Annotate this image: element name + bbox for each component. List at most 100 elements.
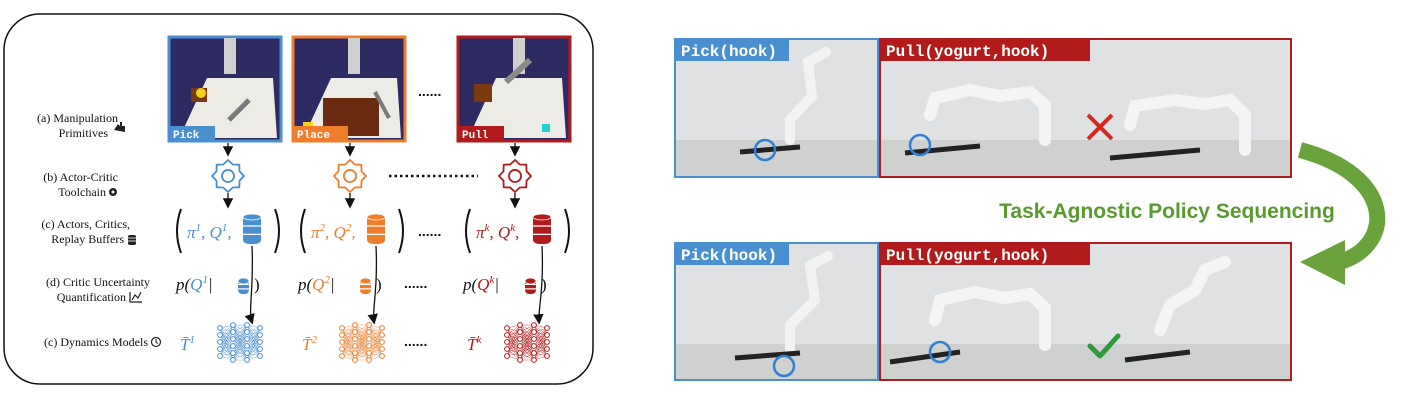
dynamics-network-icon-node bbox=[352, 343, 358, 349]
dynamics-network-icon-edge bbox=[219, 324, 234, 350]
scene-hook bbox=[503, 57, 533, 85]
uncertainty-expression: p(Q2| bbox=[297, 274, 335, 294]
row-label-b-line1: (b) Actor-Critic bbox=[43, 170, 118, 184]
dynamics-network-icon-node bbox=[257, 346, 263, 352]
dynamics-network-icon-node bbox=[366, 350, 372, 356]
dynamics-network-icon-node bbox=[339, 325, 345, 331]
dynamics-network-icon-node bbox=[244, 350, 250, 356]
dynamics-network-icon-edge bbox=[354, 324, 370, 340]
dynamics-network-icon-node bbox=[366, 336, 372, 342]
dynamics-network-icon-edge bbox=[533, 327, 548, 347]
top-robot-arm-2 bbox=[924, 83, 1051, 146]
toolchain-gear-icon-hub bbox=[221, 169, 235, 183]
dynamics-network-icon-edge bbox=[219, 338, 234, 357]
top-pick-label-bg bbox=[675, 39, 789, 61]
dynamics-network-icon-edge bbox=[232, 324, 248, 347]
dynamics-network-icon-edge bbox=[246, 327, 261, 354]
dynamics-network-icon-edge bbox=[519, 345, 535, 361]
dynamics-network-icon-node bbox=[217, 339, 223, 345]
dynamics-network-icon-edge bbox=[341, 324, 356, 350]
top-hook-3 bbox=[1109, 147, 1201, 161]
dynamics-network-icon-node bbox=[217, 346, 223, 352]
row-label-a-line1: (a) Manipulation bbox=[37, 111, 118, 125]
dynamics-network-icon-edge bbox=[232, 338, 248, 361]
dynamics-network-icon-node bbox=[366, 357, 372, 363]
scene-robot bbox=[348, 38, 360, 74]
scene-object bbox=[196, 88, 206, 98]
dynamics-network-icon-node bbox=[504, 339, 510, 345]
dynamics-network-icon-edge bbox=[519, 331, 535, 361]
actor-critic-symbols: πk, Qk, bbox=[476, 222, 519, 242]
bracket-right bbox=[398, 208, 404, 254]
dynamics-network-icon-node bbox=[366, 322, 372, 328]
dynamics-network-icon-node bbox=[352, 357, 358, 363]
replay-buffer-database-icon-top bbox=[366, 213, 386, 221]
dynamics-network-icon-node bbox=[504, 353, 510, 359]
top-hook-1 bbox=[739, 144, 801, 155]
top-grasp-marker-2 bbox=[908, 133, 932, 157]
dynamics-network-icon-node bbox=[217, 353, 223, 359]
uncertainty-database-icon bbox=[524, 277, 537, 294]
dynamics-network-icon bbox=[339, 322, 385, 363]
dynamics-network-icon-edge bbox=[246, 327, 261, 347]
dynamics-network-icon-node bbox=[531, 350, 537, 356]
dynamics-network-icon-node bbox=[230, 343, 236, 349]
dynamics-network-icon-node bbox=[339, 346, 345, 352]
bottom-grasp-marker-1 bbox=[772, 354, 796, 378]
top-hook-2 bbox=[904, 143, 981, 156]
dynamics-network-icon-node bbox=[544, 353, 550, 359]
dynamics-network-icon-node bbox=[339, 332, 345, 338]
chart-icon bbox=[129, 291, 142, 303]
dynamics-network-icon-node bbox=[517, 350, 523, 356]
bracket-left bbox=[176, 208, 182, 254]
left-panel: (a) Manipulation Primitives (b) Actor-Cr… bbox=[3, 13, 594, 385]
bracket-right bbox=[564, 208, 570, 254]
arrow-to-dynamics bbox=[244, 245, 255, 325]
dynamics-network-icon-edge bbox=[354, 345, 370, 361]
dynamics-network-icon-node bbox=[379, 325, 385, 331]
dynamics-network-icon-node bbox=[352, 322, 358, 328]
dynamics-network-icon-node bbox=[544, 346, 550, 352]
bottom-robot-arm-2 bbox=[929, 285, 1051, 351]
cross-icon bbox=[1086, 113, 1114, 141]
top-sequence: Pick(hook) Pull(yogurt,hook) bbox=[674, 38, 1292, 178]
dynamics-network-icon-node bbox=[379, 339, 385, 345]
bottom-hook-1 bbox=[734, 350, 801, 361]
dynamics-network-icon-edge bbox=[232, 324, 248, 340]
dynamics-network-icon-edge bbox=[533, 327, 548, 354]
dynamics-symbol: T̄2 bbox=[302, 334, 317, 354]
dynamics-network-icon-edge bbox=[354, 331, 370, 361]
right-panel: Pick(hook) Pull(yogurt,hook) Task-Agnost… bbox=[674, 38, 1386, 381]
bottom-robot-arm-3 bbox=[1154, 256, 1231, 336]
row-labels: (a) Manipulation Primitives (b) Actor-Cr… bbox=[37, 111, 150, 349]
dynamics-network-icon bbox=[217, 322, 263, 363]
row-label-d-line1: (d) Critic Uncertainty bbox=[46, 275, 150, 289]
row-label-c-line1: (c) Actors, Critics, bbox=[41, 217, 130, 231]
dynamics-network-icon-edge bbox=[519, 338, 535, 361]
dynamics-network-icon-node bbox=[352, 329, 358, 335]
bracket-left bbox=[300, 208, 306, 254]
scene-hook bbox=[227, 98, 251, 122]
uncertainty-database-icon-top bbox=[524, 277, 537, 285]
row-label-e: (c) Dynamics Models bbox=[44, 335, 148, 349]
dynamics-network-icon-edge bbox=[368, 327, 383, 354]
replay-buffer-database-icon bbox=[242, 213, 262, 244]
dynamics-network-icon-node bbox=[379, 346, 385, 352]
dynamics-network-icon-node bbox=[531, 343, 537, 349]
dynamics-network-icon-edge bbox=[368, 341, 383, 361]
dynamics-network-icon-edge bbox=[519, 324, 535, 347]
sequencing-title: Task-Agnostic Policy Sequencing bbox=[999, 200, 1335, 223]
uncertainty-expression: p(Q1| bbox=[175, 274, 213, 294]
dynamics-network-icon-node bbox=[504, 346, 510, 352]
dynamics-network-icon-edge bbox=[533, 334, 548, 361]
ellipsis-frames: ...... bbox=[418, 83, 441, 99]
dynamics-network-icon-edge bbox=[219, 331, 234, 357]
toolchain-gear-icon-outline bbox=[498, 159, 532, 193]
dynamics-network-icon-edge bbox=[232, 331, 248, 361]
top-pull-label-bg bbox=[880, 39, 1090, 61]
top-robot-arm-1 bbox=[785, 47, 831, 145]
dynamics-symbol: T̄k bbox=[467, 334, 482, 354]
